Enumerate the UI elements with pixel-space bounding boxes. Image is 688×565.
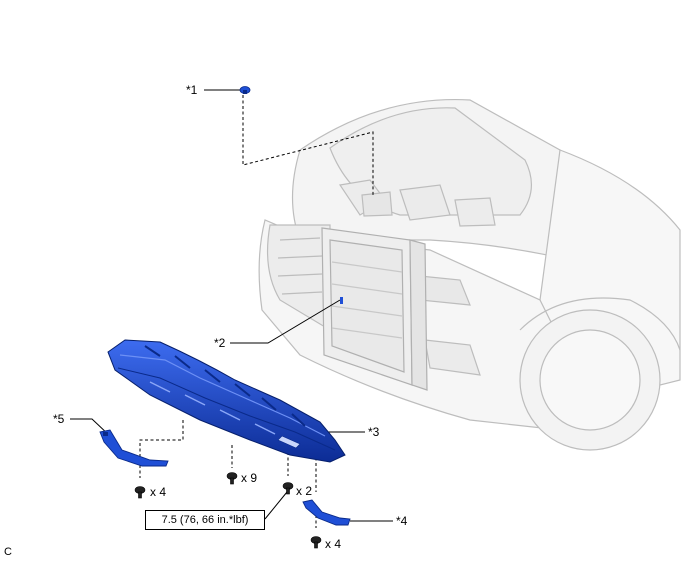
callout-2-label: *2 bbox=[214, 336, 226, 350]
part-3-engine-under-cover bbox=[107, 339, 346, 463]
callout-4-label: *4 bbox=[396, 514, 408, 528]
bolt-qty-torque: x 2 bbox=[296, 484, 313, 498]
bolt-icon bbox=[226, 472, 238, 485]
corner-mark: C bbox=[4, 546, 12, 558]
bolt-icon bbox=[282, 482, 294, 495]
torque-spec-box: 7.5 (76, 66 in.*lbf) bbox=[145, 510, 265, 530]
bolt-qty-right: x 4 bbox=[325, 537, 342, 551]
callout-1-label: *1 bbox=[186, 83, 198, 97]
part-1-clip bbox=[239, 86, 251, 94]
part-2-clip bbox=[340, 297, 343, 304]
vehicle-front-ghost bbox=[258, 98, 681, 451]
part-4-bracket bbox=[302, 499, 351, 526]
bolt-qty-center: x 9 bbox=[241, 471, 258, 485]
bolt-qty-left: x 4 bbox=[150, 485, 167, 499]
bolt-icon bbox=[134, 486, 146, 499]
part-5-bracket bbox=[99, 429, 169, 467]
callout-3-label: *3 bbox=[368, 425, 380, 439]
radiator-assembly-ghost bbox=[321, 227, 428, 391]
callout-5-label: *5 bbox=[53, 412, 65, 426]
bolt-symbols bbox=[134, 472, 322, 549]
bolt-icon bbox=[310, 536, 322, 549]
